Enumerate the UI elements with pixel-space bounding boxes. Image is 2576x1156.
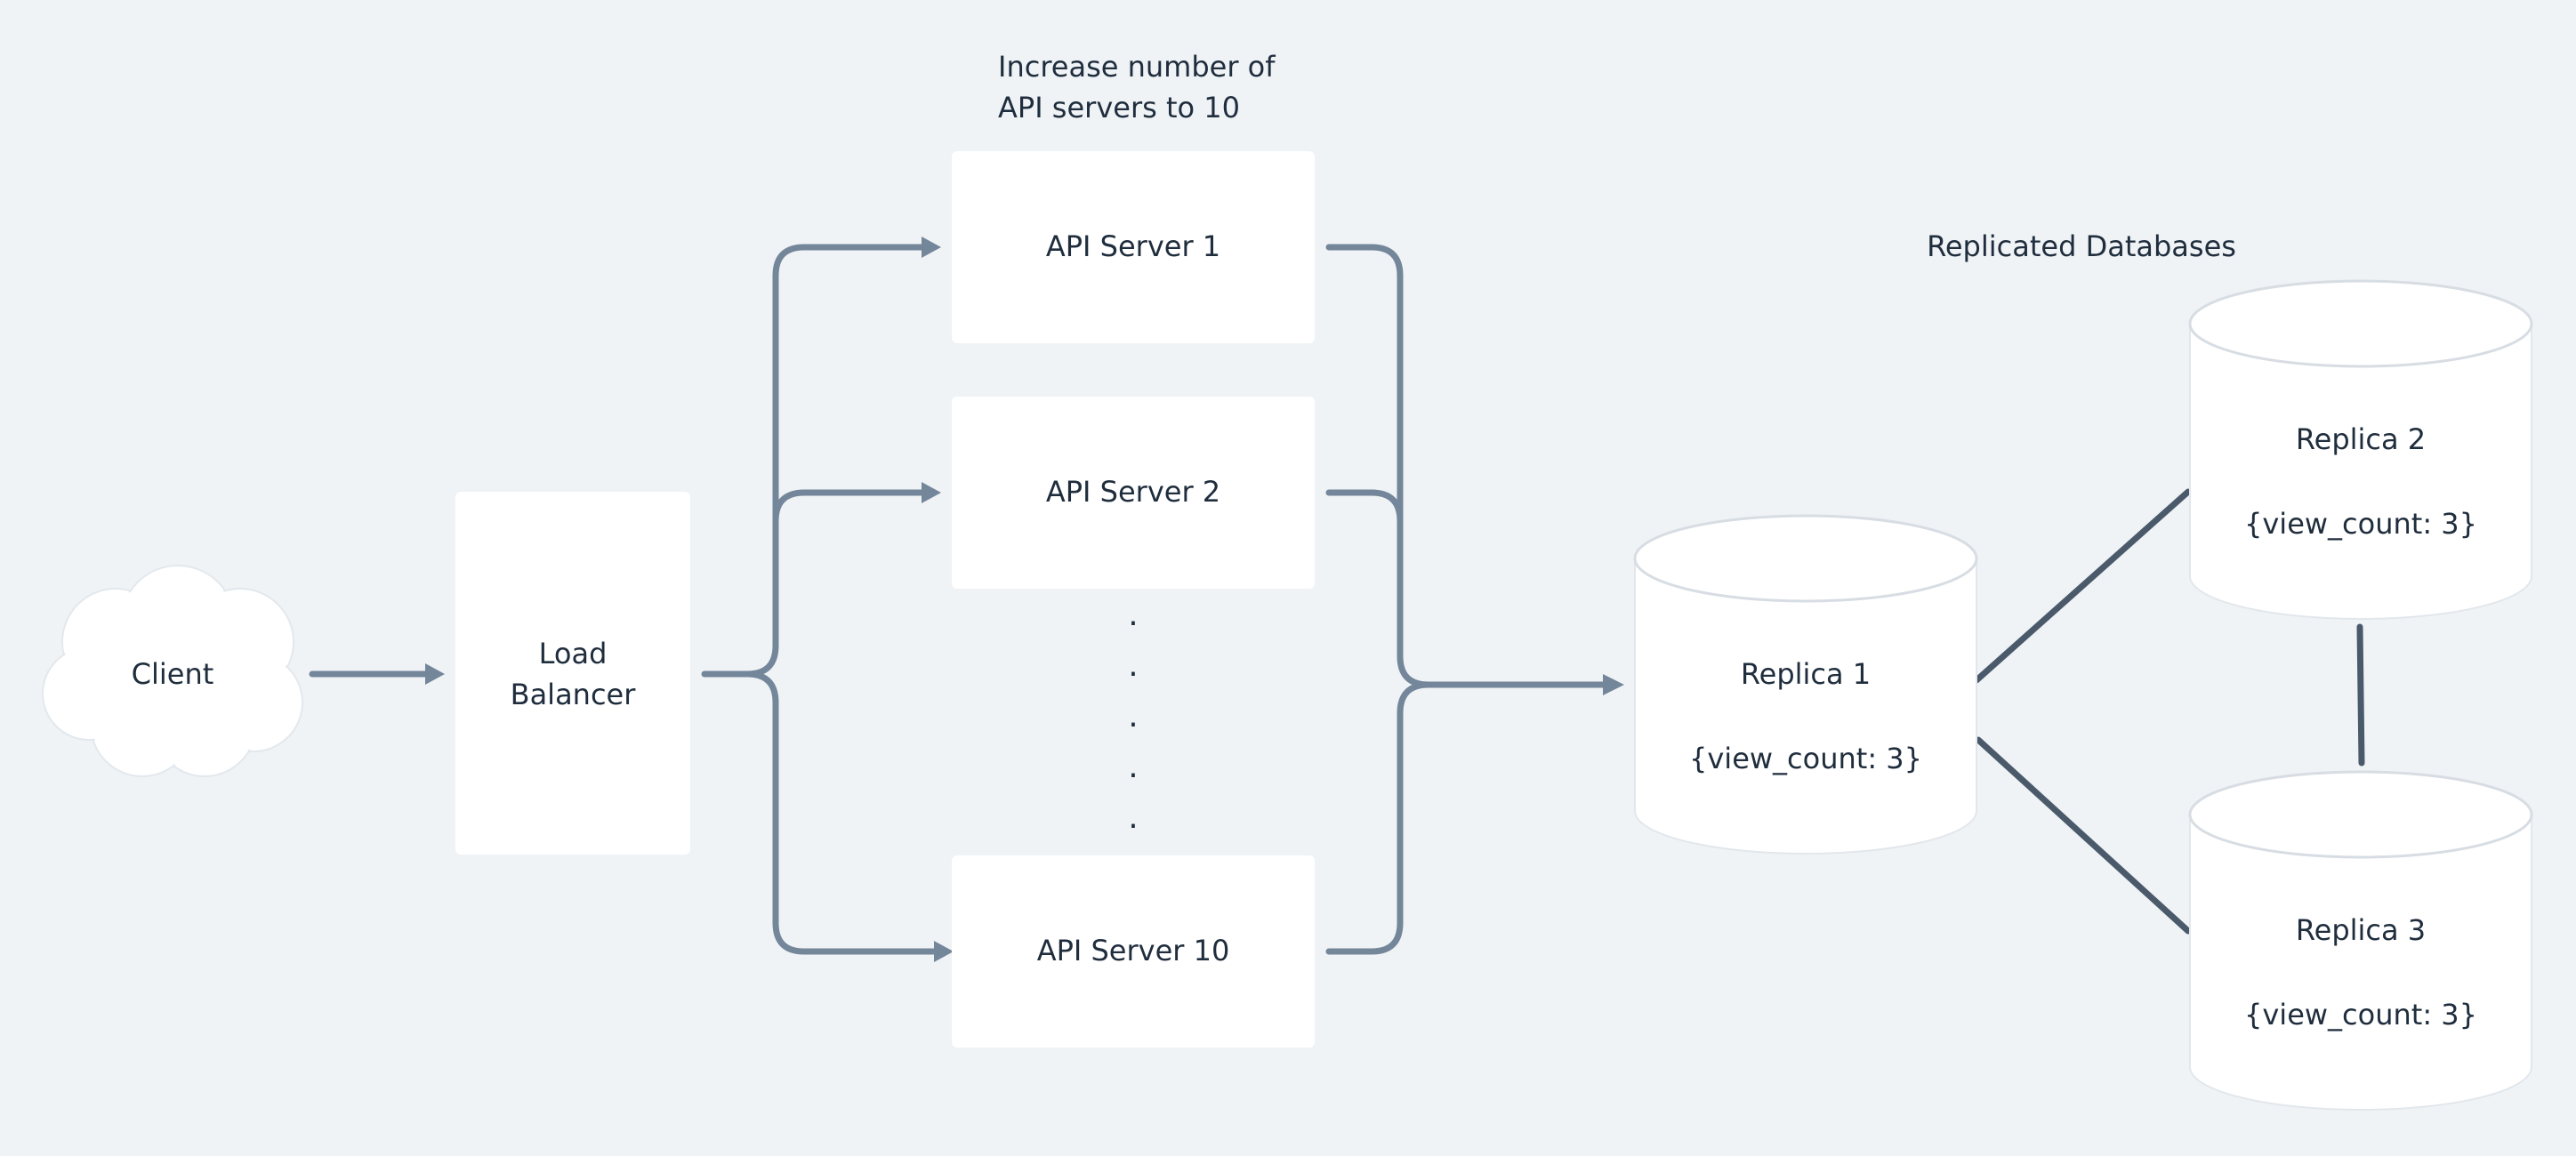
api-server-2: API Server 2 xyxy=(952,397,1315,589)
servers-ellipsis: . . . . . xyxy=(1128,597,1138,836)
api-server-1: API Server 1 xyxy=(952,151,1315,343)
api-server-10-box xyxy=(952,855,1315,1048)
replica-1: Replica 1 {view_count: 3} xyxy=(1633,514,1978,855)
scaling-note: Increase number of API servers to 10 xyxy=(998,50,1276,124)
replica-links xyxy=(1973,488,2365,935)
replica-2: Replica 2 {view_count: 3} xyxy=(2188,279,2533,620)
ellipsis-dot: . xyxy=(1128,698,1138,735)
arrow-to-server-1 xyxy=(772,244,929,649)
load-balancer-label-line2: Balancer xyxy=(511,678,637,711)
load-balancer-label-line1: Load xyxy=(539,637,608,670)
lb-to-servers-arrows xyxy=(701,237,954,962)
api-server-10-label: API Server 10 xyxy=(1037,934,1230,967)
replica-3-name: Replica 3 xyxy=(2296,913,2426,947)
database-cylinder-icon xyxy=(2188,770,2533,1111)
api-server-1-box xyxy=(952,151,1315,343)
replica-2-name: Replica 2 xyxy=(2296,422,2426,456)
ellipsis-dot: . xyxy=(1128,597,1138,633)
scaling-note-line2: API servers to 10 xyxy=(998,91,1240,124)
api-server-1-label: API Server 1 xyxy=(1046,229,1220,263)
ellipsis-dot: . xyxy=(1128,647,1138,684)
client-label: Client xyxy=(132,657,214,691)
replica-1-name: Replica 1 xyxy=(1741,657,1871,691)
lb-stub xyxy=(701,642,779,678)
api-server-10: API Server 10 xyxy=(952,855,1315,1048)
lb-trunk xyxy=(744,670,779,706)
client-to-lb-arrow xyxy=(309,663,445,685)
api-server-2-box xyxy=(952,397,1315,589)
database-cylinder-icon xyxy=(1633,514,1978,855)
client-node: Client xyxy=(42,565,303,777)
arrow-to-server-2 xyxy=(772,489,929,525)
api-server-2-label: API Server 2 xyxy=(1046,475,1220,509)
replica-3: Replica 3 {view_count: 3} xyxy=(2188,770,2533,1111)
database-cylinder-icon xyxy=(2188,279,2533,620)
load-balancer-node: Load Balancer xyxy=(455,492,690,855)
ellipsis-dot: . xyxy=(1128,749,1138,785)
replica-3-value: {view_count: 3} xyxy=(2244,998,2477,1032)
replicated-databases-title: Replicated Databases xyxy=(1927,229,2236,263)
link-replica1-replica3 xyxy=(1975,736,2192,935)
link-replica1-replica2 xyxy=(1973,488,2192,684)
servers-to-db-arrows xyxy=(1325,244,1624,955)
arrow-to-server-10 xyxy=(772,699,941,955)
link-replica2-replica3 xyxy=(2356,623,2365,767)
scaling-note-line1: Increase number of xyxy=(998,50,1276,84)
load-balancer-box xyxy=(455,492,690,855)
ellipsis-dot: . xyxy=(1128,799,1138,836)
replica-2-value: {view_count: 3} xyxy=(2244,507,2477,541)
replica-1-value: {view_count: 3} xyxy=(1689,742,1922,775)
